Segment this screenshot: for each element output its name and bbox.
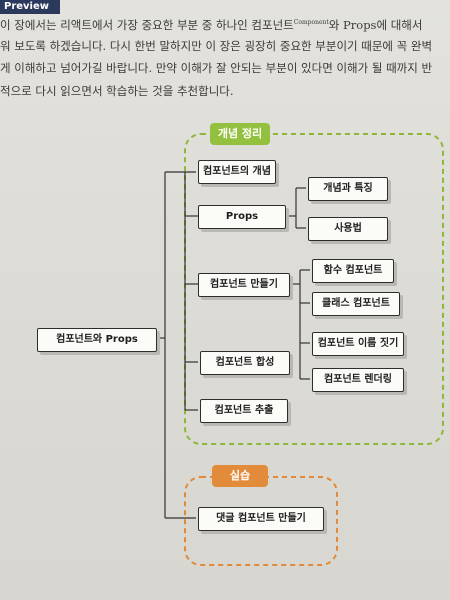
node-concept-feature: 개념과 특징 xyxy=(308,177,388,201)
node-component-making: 컴포넌트 만들기 xyxy=(198,273,290,297)
intro-line-1: 이 장에서는 리액트에서 가장 중요한 부분 중 하나인 컴포넌트Compone… xyxy=(0,12,450,35)
node-component-naming: 컴포넌트 이름 짓기 xyxy=(312,332,404,356)
intro-line-3: 게 이해하고 넘어가길 바랍니다. 만약 이해가 잘 안되는 부분이 있다면 이… xyxy=(0,61,433,75)
practice-tag: 실습 xyxy=(212,465,268,487)
node-usage: 사용법 xyxy=(308,217,388,241)
node-component-concept: 컴포넌트의 개념 xyxy=(198,160,276,184)
root-node: 컴포넌트와 Props xyxy=(37,328,157,352)
intro-line-1-text: 이 장에서는 리액트에서 가장 중요한 부분 중 하나인 컴포넌트 xyxy=(0,18,294,32)
intro-line-1-superscript: Component xyxy=(293,19,329,26)
intro-line-2: 워 보도록 하겠습니다. 다시 한번 말하지만 이 장은 굉장히 중요한 부분이… xyxy=(0,38,433,53)
concept-group-border xyxy=(184,133,444,445)
node-comment-component: 댓글 컴포넌트 만들기 xyxy=(198,507,324,531)
node-class-component: 클래스 컴포넌트 xyxy=(312,292,400,316)
node-component-composition: 컴포넌트 합성 xyxy=(200,351,290,375)
intro-paragraph: 이 장에서는 리액트에서 가장 중요한 부분 중 하나인 컴포넌트Compone… xyxy=(0,12,450,102)
node-component-rendering: 컴포넌트 렌더링 xyxy=(312,368,404,392)
node-function-component: 함수 컴포넌트 xyxy=(312,259,394,283)
preview-label: Preview xyxy=(0,0,60,14)
node-props: Props xyxy=(198,205,286,229)
practice-group-border xyxy=(184,476,338,566)
intro-line-4: 적으로 다시 읽으면서 학습하는 것을 추천합니다. xyxy=(0,83,234,98)
node-component-extraction: 컴포넌트 추출 xyxy=(200,399,288,423)
concept-summary-tag: 개념 정리 xyxy=(210,123,270,145)
intro-line-1-tail: 와 Props에 대해서 xyxy=(328,18,423,32)
